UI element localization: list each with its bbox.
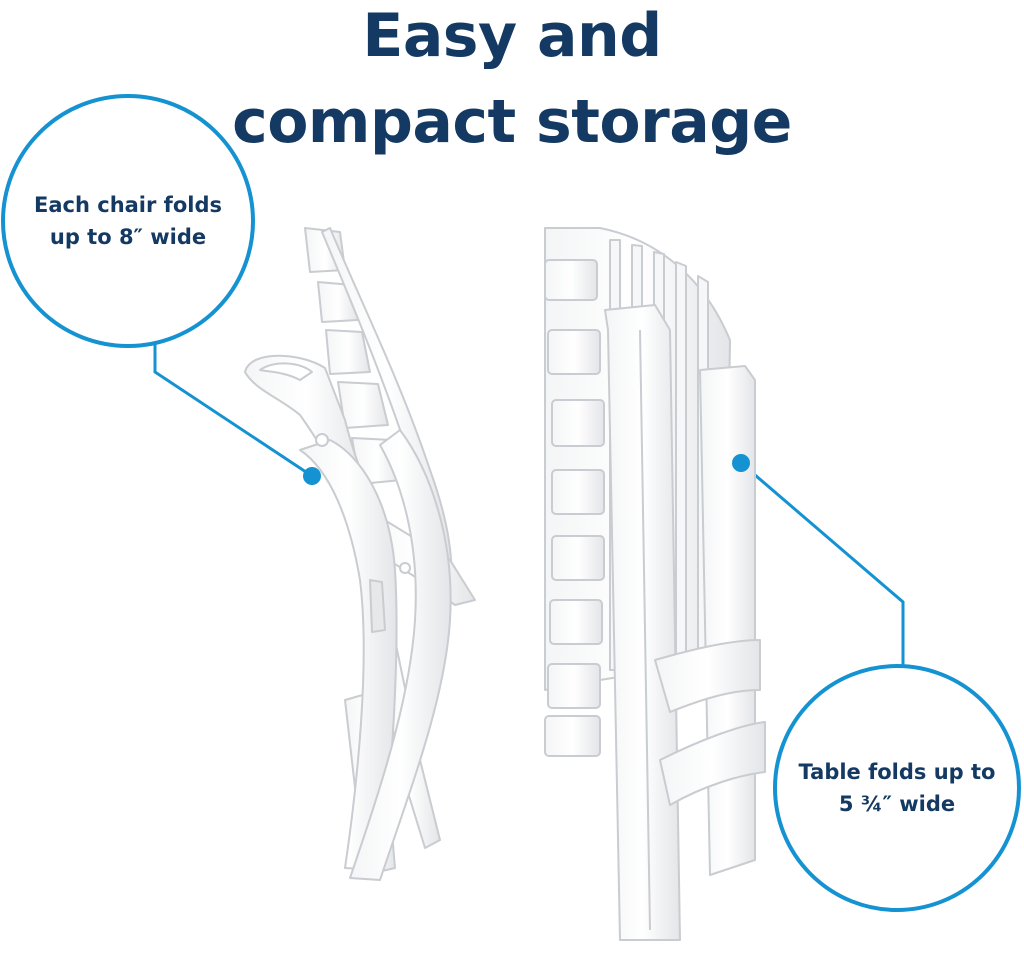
- table-callout: Table folds up to 5 ¾″ wide: [773, 664, 1021, 912]
- page-title-line-1: Easy and: [362, 1, 662, 71]
- callout-connectors: [153, 335, 905, 680]
- table-callout-text: Table folds up to 5 ¾″ wide: [798, 760, 996, 816]
- chair-callout-text: Each chair folds up to 8″ wide: [34, 193, 222, 249]
- folded-side-table: [544, 227, 766, 941]
- folded-adirondack-chair: [244, 227, 476, 881]
- chair-callout: Each chair folds up to 8″ wide: [1, 94, 255, 348]
- page-title-line-2: compact storage: [232, 87, 792, 157]
- chair-connector-line: [153, 335, 313, 478]
- table-connector-line: [740, 461, 905, 680]
